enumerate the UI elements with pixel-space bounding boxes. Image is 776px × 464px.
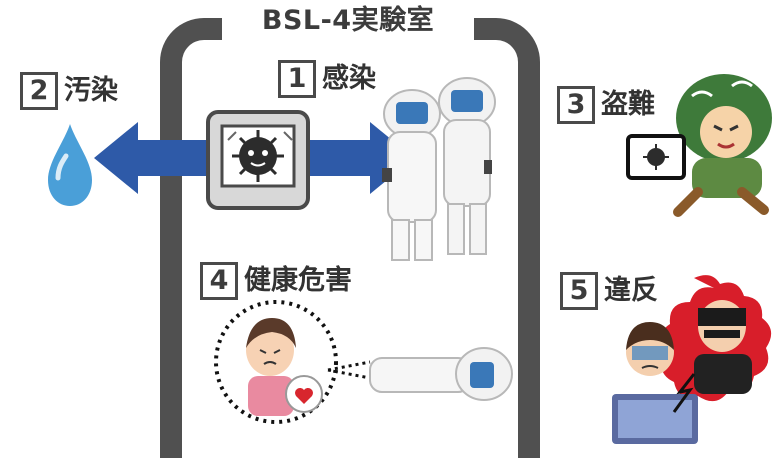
lab-title: BSL-4実験室 [261,5,435,36]
risk-3-number: 3 [557,86,595,124]
risk-5-number: 5 [560,272,598,310]
risk-2-label: 汚染 [64,75,118,106]
water-droplet-icon [48,124,92,206]
risk-2-number: 2 [20,72,58,110]
cyber-threat-icon [612,275,772,444]
thief-icon [673,74,772,217]
risk-1-label: 感染 [322,63,376,94]
fallen-worker-icon [369,347,513,401]
risk-5-label: 違反 [604,275,658,306]
title-background [222,0,474,42]
stolen-sample-icon [626,134,686,180]
bubble-tail [327,360,371,380]
risk-4-number: 4 [200,262,238,300]
sick-person-bubble-icon [214,300,338,424]
hazmat-workers-icon [382,77,496,261]
risk-1-number: 1 [278,60,316,98]
risk-3-label: 盗難 [601,89,655,120]
sample-box-icon [206,110,310,210]
risk-4-label: 健康危害 [244,265,352,296]
